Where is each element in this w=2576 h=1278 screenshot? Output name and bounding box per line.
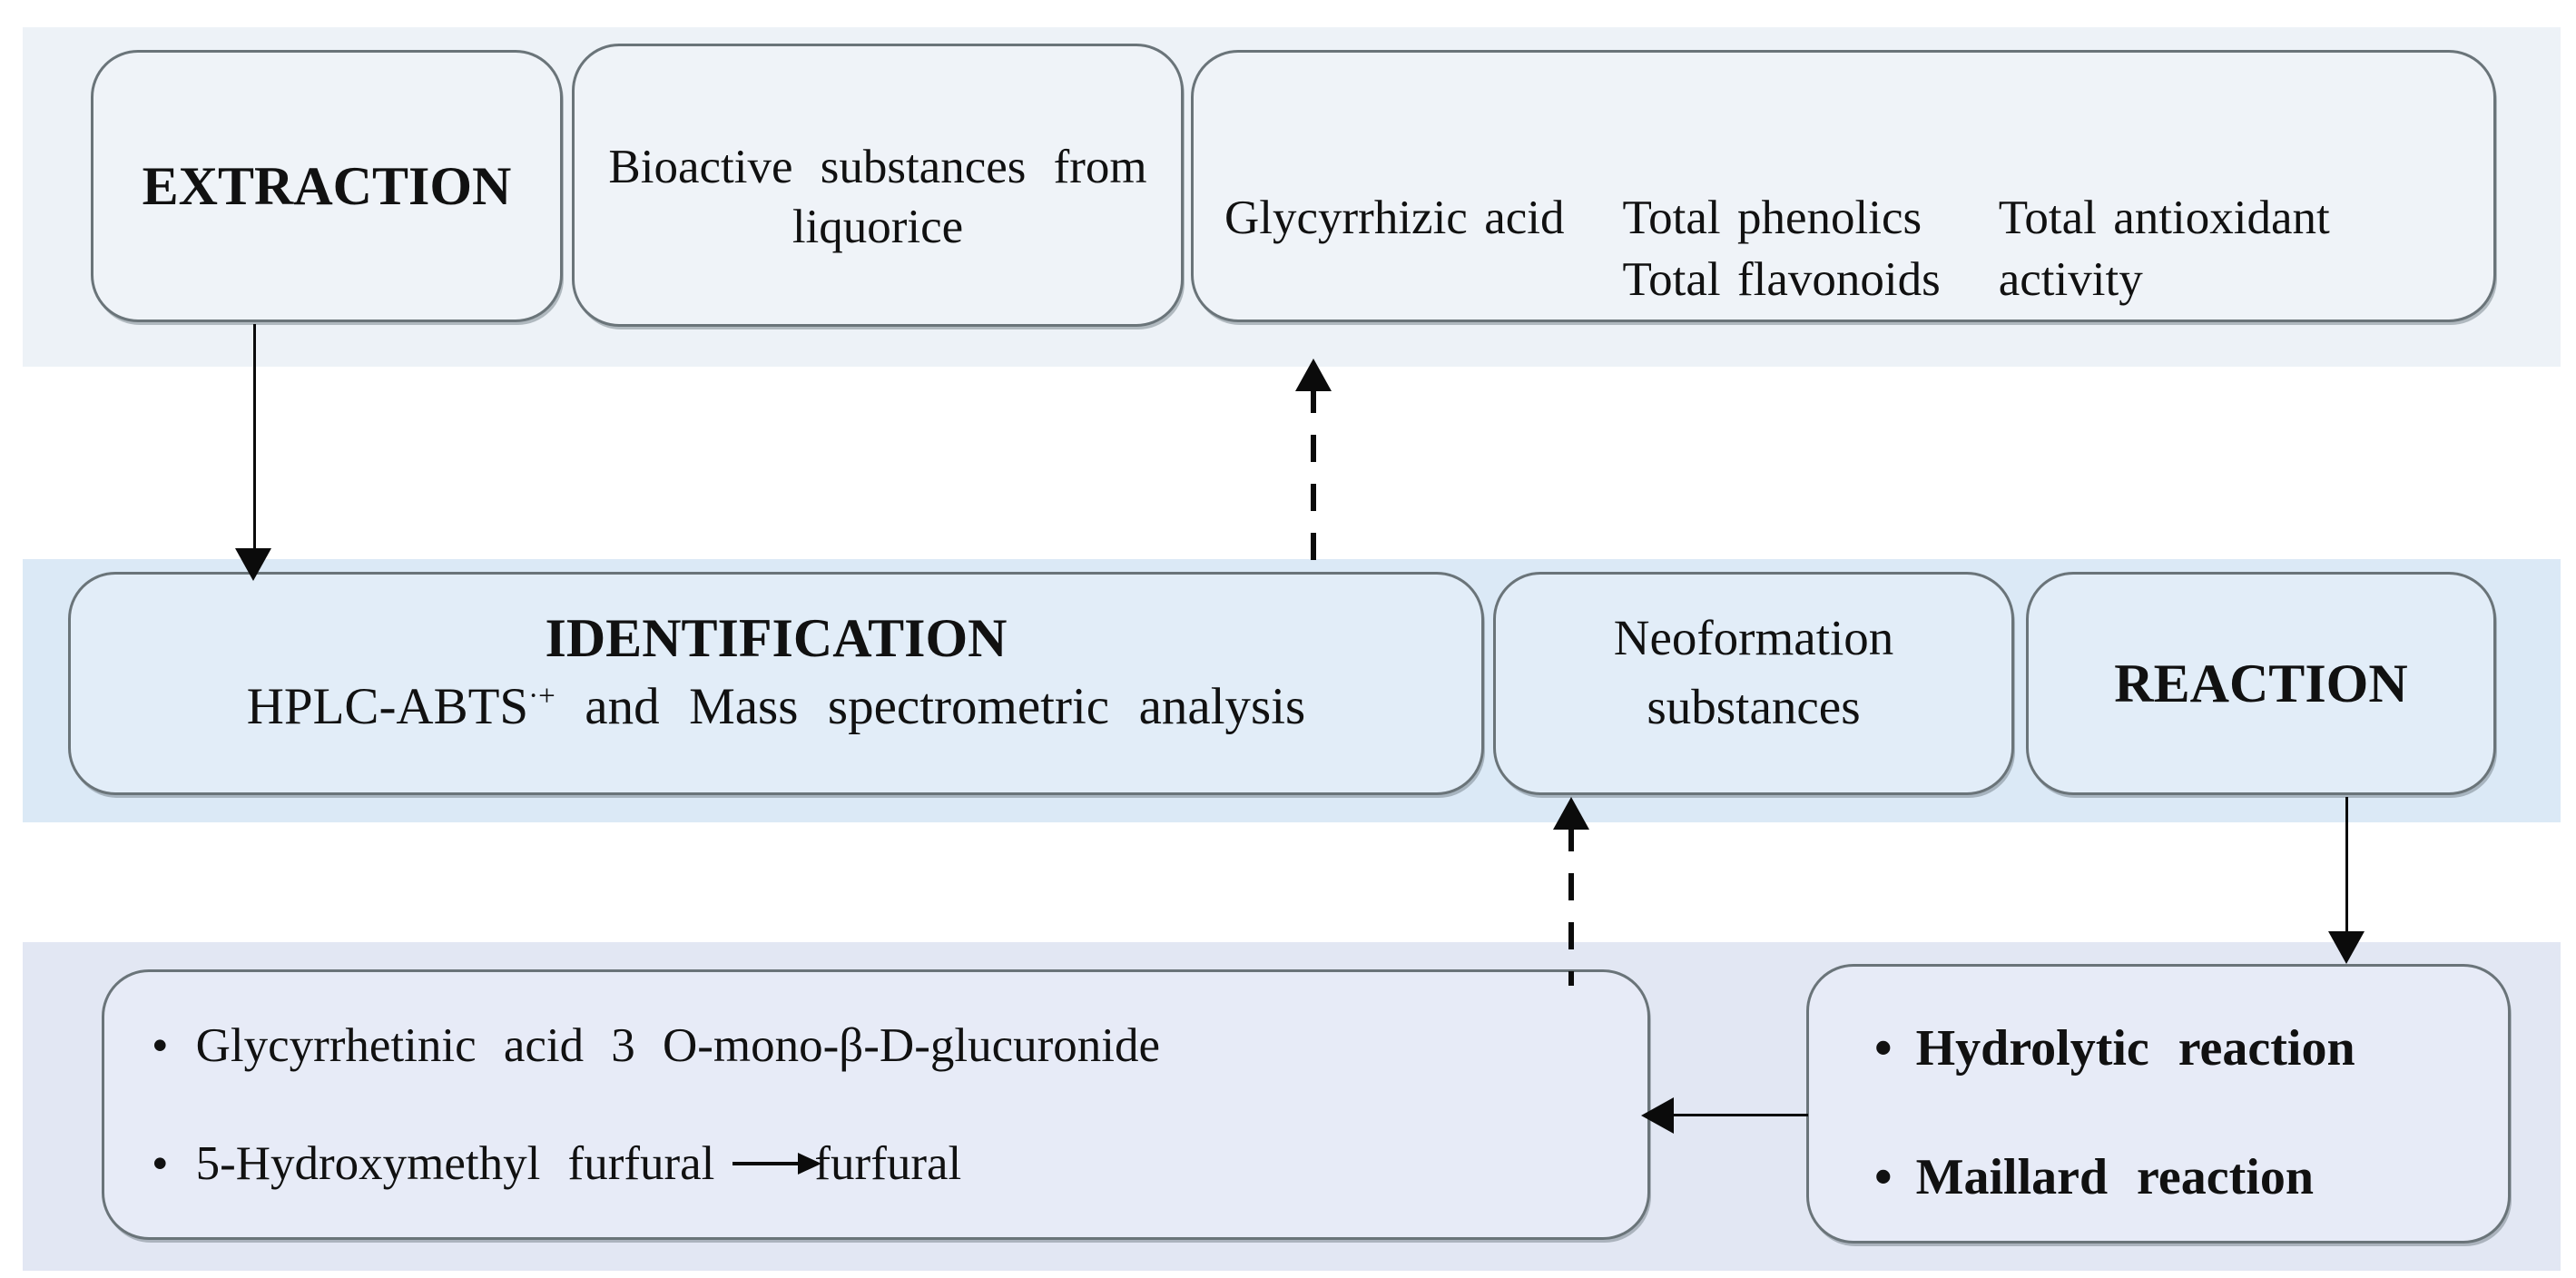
reaction-label: REACTION bbox=[2114, 653, 2408, 713]
right-arrow-icon bbox=[732, 1153, 822, 1175]
extraction-box: EXTRACTION bbox=[91, 50, 563, 322]
product1-text: Glycyrrhetinic acid 3 O-mono-β-D-glucuro… bbox=[195, 1019, 1160, 1072]
arrow-line bbox=[1674, 1114, 1808, 1116]
neoformation-line1: Neoformation bbox=[1613, 609, 1894, 665]
results-col3-line1: Total antioxidant bbox=[1998, 192, 2330, 244]
results-col-glycyrrhizic: Glycyrrhizic acid bbox=[1224, 187, 1564, 249]
extraction-label: EXTRACTION bbox=[142, 155, 512, 216]
arrow-line bbox=[253, 324, 256, 551]
results-col2-line1: Total phenolics bbox=[1622, 192, 1922, 244]
arrow-dashed-line bbox=[1568, 824, 1574, 986]
bioactive-line1: Bioactive substances from bbox=[608, 140, 1147, 193]
neoformation-line2: substances bbox=[1647, 678, 1861, 734]
product-item-glucuronide: • Glycyrrhetinic acid 3 O-mono-β-D-glucu… bbox=[152, 1016, 1160, 1076]
bioactive-line2: liquorice bbox=[791, 200, 964, 253]
results-col-phenolics-flavonoids: Total phenolics Total flavonoids bbox=[1622, 187, 1940, 310]
results-columns: Glycyrrhizic acid Total phenolics Total … bbox=[1194, 53, 2330, 310]
reaction-item-maillard: • Maillard reaction bbox=[1874, 1145, 2314, 1209]
method-prefix: HPLC-ABTS bbox=[246, 677, 529, 735]
results-col3-line2: activity bbox=[1998, 253, 2143, 306]
product2-before: 5-Hydroxymethyl furfural bbox=[195, 1137, 715, 1190]
reaction1-text: Hydrolytic reaction bbox=[1915, 1020, 2355, 1076]
reaction-box: REACTION bbox=[2026, 572, 2496, 795]
method-superscript: ·+ bbox=[528, 679, 556, 713]
results-col-antioxidant: Total antioxidant activity bbox=[1999, 187, 2330, 310]
product-item-furfural: • 5-Hydroxymethyl furfural furfural bbox=[152, 1134, 961, 1194]
results-col1-line1: Glycyrrhizic acid bbox=[1224, 192, 1565, 244]
product2-after: furfural bbox=[814, 1137, 962, 1190]
arrow-dashed-line bbox=[1311, 386, 1316, 574]
arrow-head bbox=[235, 548, 271, 581]
arrow-head bbox=[2328, 931, 2365, 964]
identification-box: IDENTIFICATION HPLC-ABTS·+ and Mass spec… bbox=[68, 572, 1484, 795]
neoformation-products-box: • Glycyrrhetinic acid 3 O-mono-β-D-glucu… bbox=[102, 969, 1650, 1240]
arrow-head bbox=[1641, 1097, 1674, 1134]
bullet-icon: • bbox=[1874, 1020, 1893, 1076]
identification-method-line: HPLC-ABTS·+ and Mass spectrometric analy… bbox=[247, 673, 1305, 742]
reaction2-text: Maillard reaction bbox=[1915, 1149, 2314, 1205]
neoformation-substances-box: Neoformation substances bbox=[1493, 572, 2014, 795]
bullet-icon: • bbox=[1874, 1149, 1893, 1205]
results-col2-line2: Total flavonoids bbox=[1622, 253, 1941, 306]
reaction-item-hydrolytic: • Hydrolytic reaction bbox=[1874, 1017, 2355, 1080]
method-suffix: and Mass spectrometric analysis bbox=[555, 677, 1306, 735]
bullet-icon: • bbox=[152, 1137, 169, 1190]
bullet-icon: • bbox=[152, 1019, 169, 1072]
analysis-results-box: Glycyrrhizic acid Total phenolics Total … bbox=[1191, 50, 2496, 322]
arrow-line bbox=[2345, 797, 2348, 933]
bioactive-substances-box: Bioactive substances from liquorice bbox=[572, 44, 1184, 327]
identification-title: IDENTIFICATION bbox=[545, 607, 1008, 668]
reaction-types-box: • Hydrolytic reaction • Maillard reactio… bbox=[1806, 964, 2511, 1244]
